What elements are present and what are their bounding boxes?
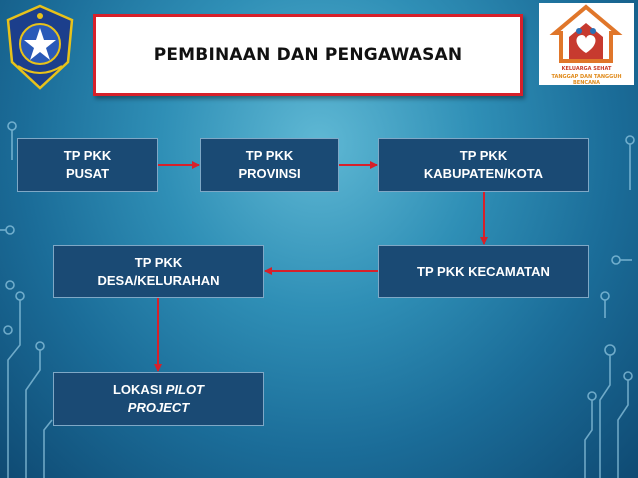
title-box: PEMBINAAN DAN PENGAWASAN	[93, 14, 523, 96]
node-lokasi-line1: LOKASI PILOT	[113, 381, 204, 399]
node-lokasi-line1b: PILOT	[165, 382, 204, 397]
house-heart-icon	[549, 4, 623, 63]
node-pusat-line1: TP PKK	[63, 148, 112, 163]
government-seal-logo	[6, 4, 74, 90]
node-kabupaten-line2: KABUPATEN/KOTA	[423, 166, 544, 181]
node-kecamatan-line1: TP PKK KECAMATAN	[417, 263, 550, 279]
node-pusat-line2: PUSAT	[65, 166, 110, 181]
node-provinsi-line1: TP PKK	[245, 148, 294, 163]
node-tp-pkk-provinsi: TP PKK PROVINSI	[200, 138, 339, 192]
node-tp-pkk-pusat: TP PKK PUSAT	[17, 138, 158, 192]
node-kabupaten-line1: TP PKK	[459, 148, 508, 163]
node-lokasi-line2: PROJECT	[127, 400, 190, 415]
node-tp-pkk-desa-kelurahan: TP PKK DESA/KELURAHAN	[53, 245, 264, 298]
node-lokasi-line1a: LOKASI	[112, 382, 166, 397]
keluarga-sehat-logo: KELUARGA SEHAT TANGGAP DAN TANGGUH BENCA…	[539, 3, 634, 86]
node-desa-line1: TP PKK	[134, 254, 183, 270]
node-tp-pkk-kabupaten-kota: TP PKK KABUPATEN/KOTA	[378, 138, 589, 192]
node-provinsi-line2: PROVINSI	[238, 166, 301, 181]
logo-caption-line2: TANGGAP DAN TANGGUH BENCANA	[551, 74, 622, 86]
node-lokasi-pilot-project: LOKASI PILOT PROJECT	[53, 372, 264, 426]
page-title: PEMBINAAN DAN PENGAWASAN	[153, 45, 463, 65]
node-desa-line2: DESA/KELURAHAN	[97, 272, 220, 288]
node-tp-pkk-kecamatan: TP PKK KECAMATAN	[378, 245, 589, 298]
logo-caption-line1: KELUARGA SEHAT	[561, 66, 612, 72]
